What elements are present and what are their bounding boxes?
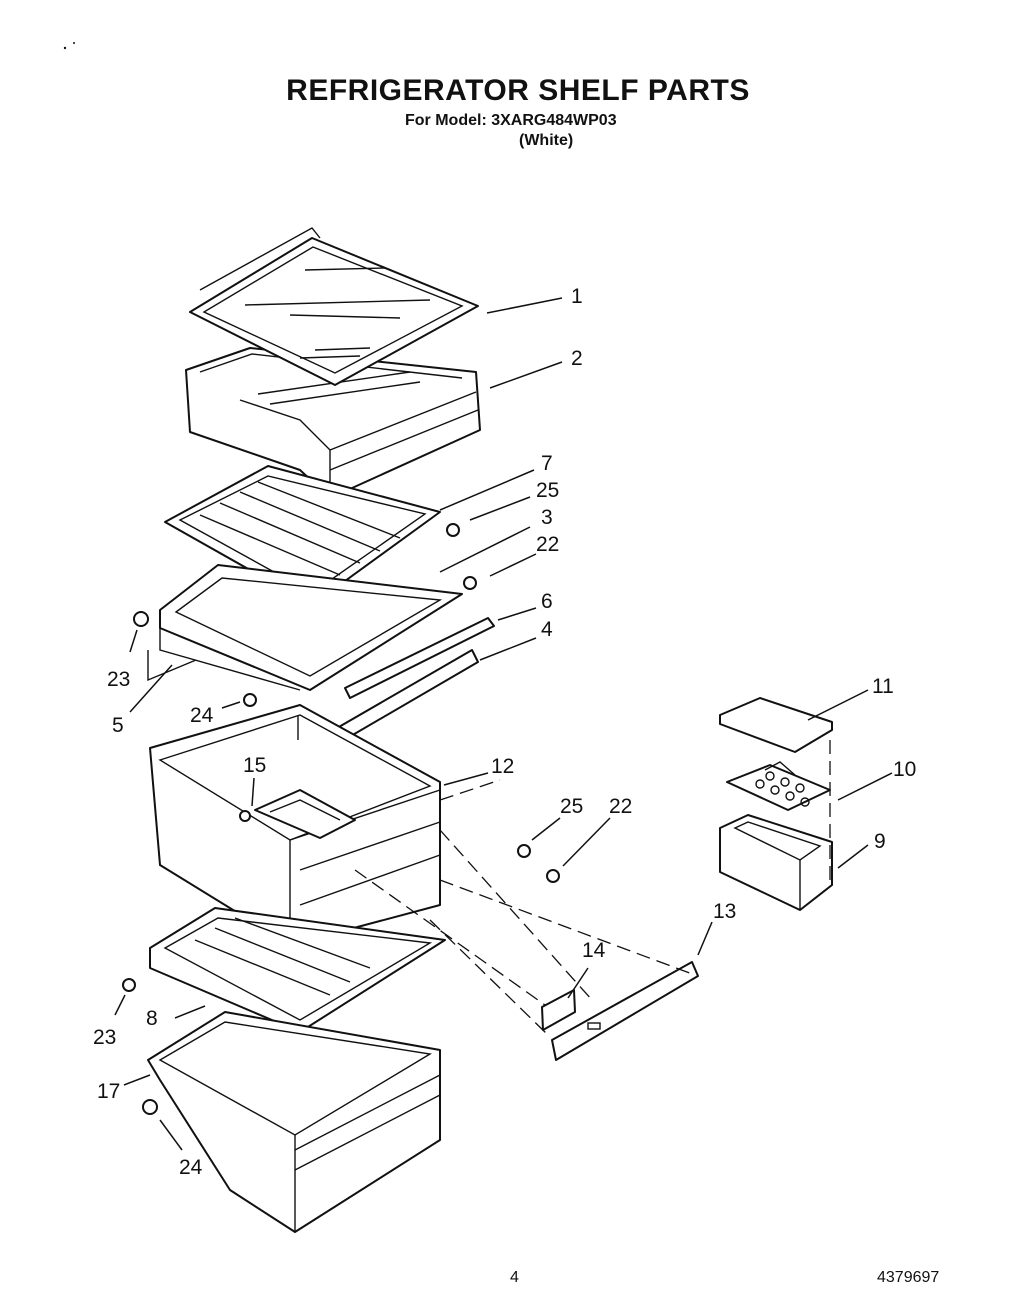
callout-labels: 1 2 7 25 3 22 6 4 23 5 24 11 10 9 15 12 … bbox=[93, 285, 916, 1179]
page-title: REFRIGERATOR SHELF PARTS bbox=[286, 74, 750, 107]
color-note: (White) bbox=[519, 132, 574, 149]
document-number: 4379697 bbox=[877, 1269, 940, 1286]
callout-24-lower: 24 bbox=[179, 1156, 203, 1179]
callout-8: 8 bbox=[146, 1007, 158, 1030]
part-13-trim-strip bbox=[551, 961, 699, 1061]
callout-25: 25 bbox=[536, 479, 559, 502]
alignment-lines bbox=[354, 740, 831, 1036]
callout-6: 6 bbox=[541, 590, 553, 613]
page-number: 4 bbox=[510, 1269, 519, 1286]
part-9-bin bbox=[719, 814, 833, 911]
part-15-vent bbox=[254, 789, 356, 839]
callout-15: 15 bbox=[243, 754, 266, 777]
scan-specks bbox=[63, 42, 75, 50]
part-10-egg-tray bbox=[726, 761, 831, 811]
callout-1: 1 bbox=[571, 285, 583, 308]
part-1-glass-shelf bbox=[189, 227, 479, 386]
callout-17: 17 bbox=[97, 1080, 120, 1103]
callout-5: 5 bbox=[112, 714, 124, 737]
callout-23: 23 bbox=[107, 668, 130, 691]
part-6-rail bbox=[344, 617, 495, 699]
part-17-bottom-drawer bbox=[147, 1011, 441, 1233]
callout-9: 9 bbox=[874, 830, 886, 853]
part-3-shelf-frame bbox=[147, 564, 463, 691]
callout-11: 11 bbox=[872, 675, 894, 698]
callout-3: 3 bbox=[541, 506, 553, 529]
callout-25-lower: 25 bbox=[560, 795, 583, 818]
fasteners bbox=[122, 523, 560, 1115]
callout-22: 22 bbox=[536, 533, 559, 556]
part-8-lower-shelf bbox=[149, 907, 446, 1033]
callout-7: 7 bbox=[541, 452, 553, 475]
callout-23-lower: 23 bbox=[93, 1026, 116, 1049]
callout-22-lower: 22 bbox=[609, 795, 632, 818]
part-11-egg-lid bbox=[719, 697, 833, 753]
callout-12: 12 bbox=[491, 755, 514, 778]
model-line: For Model: 3XARG484WP03 bbox=[405, 112, 617, 129]
callout-2: 2 bbox=[571, 347, 583, 370]
callout-14: 14 bbox=[582, 939, 606, 962]
part-14-bracket bbox=[541, 989, 576, 1031]
callout-4: 4 bbox=[541, 618, 553, 641]
callout-24: 24 bbox=[190, 704, 214, 727]
callout-10: 10 bbox=[893, 758, 916, 781]
leader-lines bbox=[114, 297, 893, 1151]
callout-13: 13 bbox=[713, 900, 736, 923]
